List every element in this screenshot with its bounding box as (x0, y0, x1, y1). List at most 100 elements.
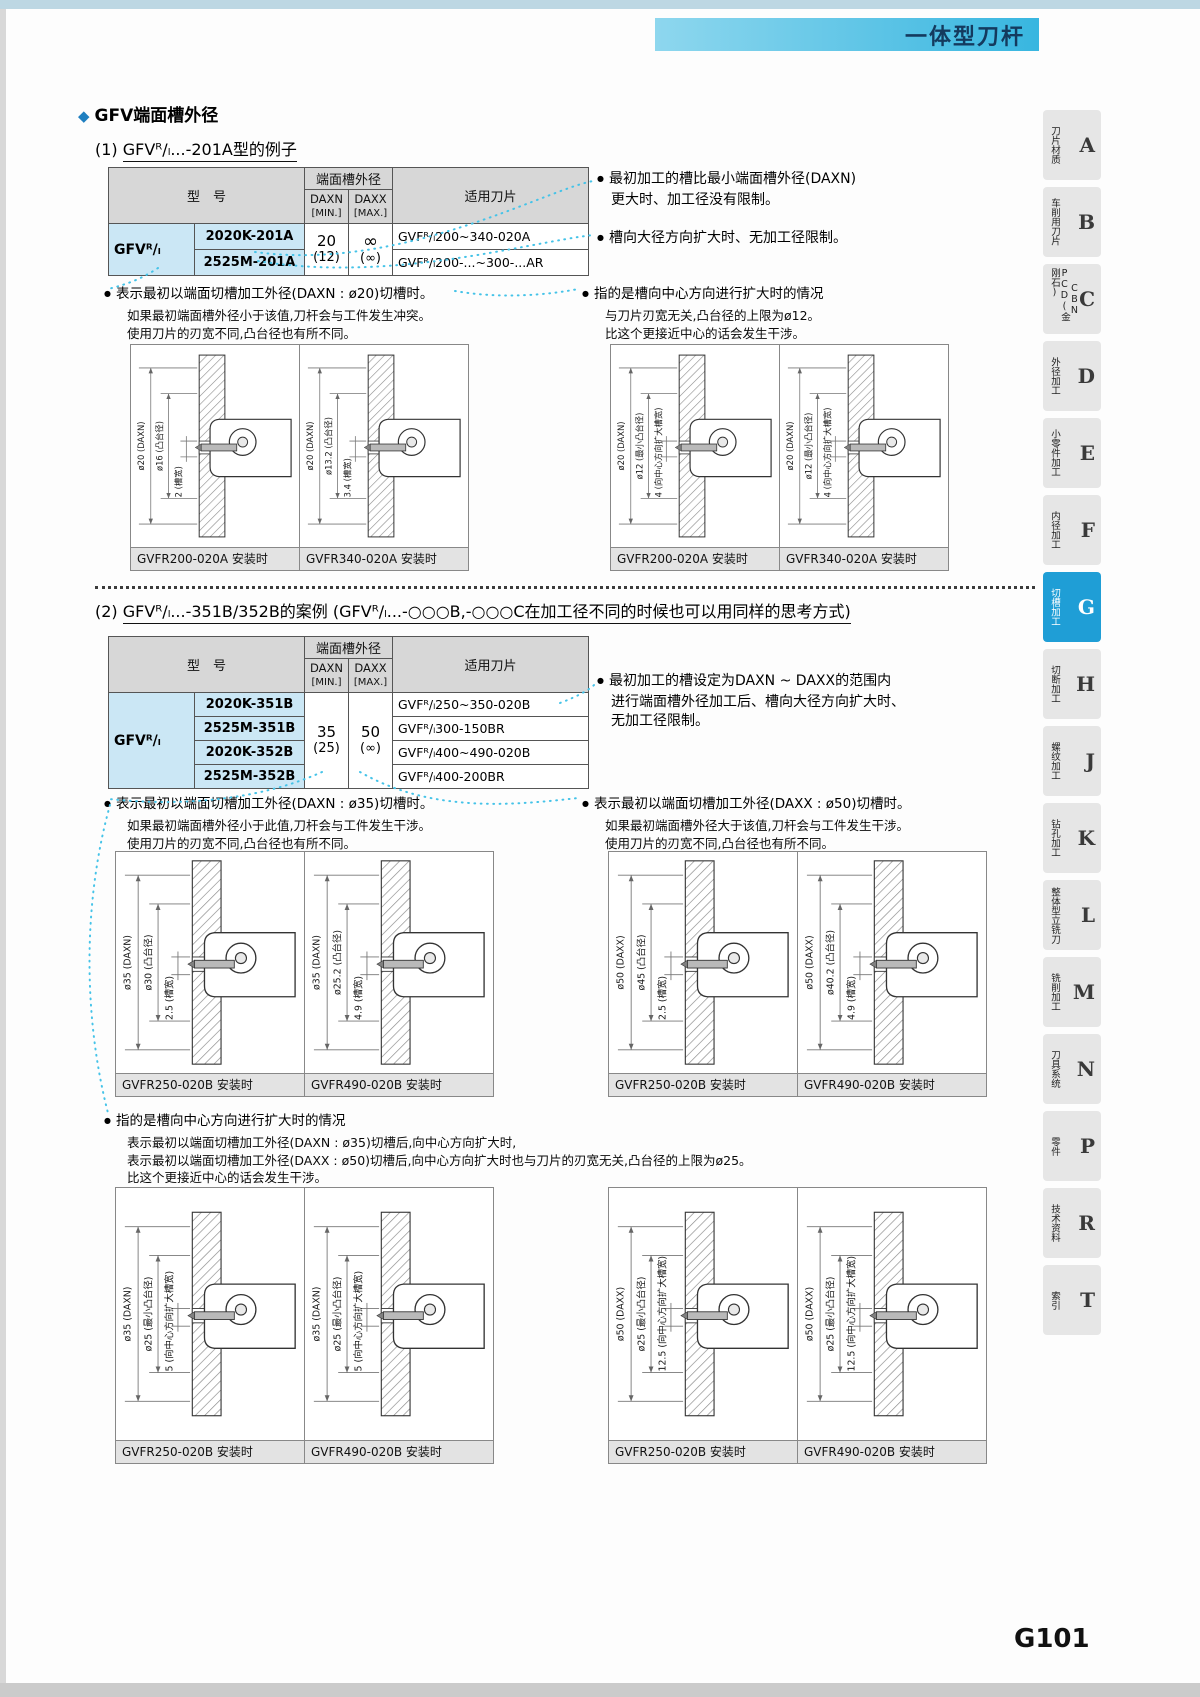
note-daxn35-cut: 表示最初以端面切槽加工外径(DAXN : ø35)切槽时。 如果最初端面槽外径小… (104, 792, 433, 852)
svg-text:3.4 (槽宽): 3.4 (槽宽) (342, 458, 352, 497)
diagram-drawing: ø20 (DAXN) ø12 (最小凸台径) 4 (向中心方向扩大槽宽) (780, 345, 948, 547)
sidebar-tab-B[interactable]: 车削用刀片 B (1043, 187, 1101, 257)
page-header-banner: 一体型刀杆 (655, 18, 1039, 51)
svg-text:ø25 (最小凸台径): ø25 (最小凸台径) (142, 1277, 154, 1352)
diagram-caption: GVFR490-020B 安装时 (798, 1440, 986, 1463)
tab-letter: R (1078, 1211, 1095, 1235)
tab-letter: F (1080, 518, 1095, 542)
cell-model: 2525M-352B (194, 764, 305, 789)
cell-daxn-value: 20(12) (304, 223, 349, 276)
section2-heading-suffix: (GFVᴿ/ₗ...-○○○B,-○○○C在加工径不同的时候也可以用同样的思考方… (327, 602, 851, 621)
col-header-daxn: DAXN[MIN.] (304, 658, 349, 693)
note-expand-toward-center-b: 指的是槽向中心方向进行扩大时的情况 表示最初以端面切槽加工外径(DAXN : ø… (104, 1109, 752, 1187)
tool-mounting-diagram: ø50 (DAXX) ø40.2 (凸台径) 4.9 (槽宽) GVFR490-… (797, 851, 987, 1097)
tool-mounting-diagram: ø20 (DAXN) ø13.2 (凸台径) 3.4 (槽宽) GVFR340-… (299, 344, 469, 571)
note-groove-larger-than-daxn: 最初加工的槽比最小端面槽外径(DAXN) 更大时、加工径没有限制。 (597, 170, 856, 210)
diagram-caption: GVFR250-020B 安装时 (116, 1440, 304, 1463)
svg-text:5 (向中心方向扩大槽宽): 5 (向中心方向扩大槽宽) (163, 1271, 175, 1372)
tab-label: 铣削加工 (1048, 973, 1060, 1011)
diagram-group-2-left: ø35 (DAXN) ø30 (凸台径) 2.5 (槽宽) GVFR250-02… (115, 851, 494, 1097)
svg-text:ø50 (DAXX): ø50 (DAXX) (804, 1287, 815, 1341)
spec-table-351b-352b: 型 号 端面槽外径 适用刀片 DAXN[MIN.] DAXX[MAX.] GFV… (108, 636, 589, 789)
col-header-model: 型 号 (108, 636, 305, 693)
tab-label: 小零件加工 (1048, 429, 1060, 477)
tab-letter: N (1076, 1057, 1095, 1081)
tab-label: 刀片材质 (1048, 126, 1060, 164)
diagram-drawing: ø20 (DAXN) ø12 (最小凸台径) 4 (向中心方向扩大槽宽) (611, 345, 779, 547)
tool-mounting-diagram: ø35 (DAXN) ø25 (最小凸台径) 5 (向中心方向扩大槽宽) GVF… (115, 1187, 305, 1464)
tab-label: 车削用刀片 (1048, 198, 1060, 246)
diagram-group-2-right: ø50 (DAXX) ø45 (凸台径) 2.5 (槽宽) GVFR250-02… (608, 851, 987, 1097)
svg-text:4 (向中心方向扩大槽宽): 4 (向中心方向扩大槽宽) (822, 407, 832, 497)
tool-mounting-diagram: ø50 (DAXX) ø25 (最小凸台径) 12.5 (向中心方向扩大槽宽) … (797, 1187, 987, 1464)
diagram-caption: GVFR340-020A 安装时 (300, 547, 468, 570)
svg-text:ø20 (DAXN): ø20 (DAXN) (305, 421, 315, 470)
svg-text:ø35 (DAXN): ø35 (DAXN) (311, 1287, 322, 1342)
sidebar-tab-A[interactable]: 刀片材质 A (1043, 110, 1101, 180)
col-header-daxx: DAXX[MAX.] (348, 189, 393, 224)
tab-letter: A (1079, 133, 1095, 157)
tab-label: 外径加工 (1048, 357, 1060, 395)
cell-insert: GVFᴿ/ₗ250~350-020B (392, 692, 589, 717)
section1-heading-text: GFVᴿ/ₗ...-201A型的例子 (122, 140, 297, 159)
cell-brand: GFVᴿ/ₗ (108, 692, 195, 789)
sidebar-tab-T[interactable]: 索引 T (1043, 1265, 1101, 1335)
tool-mounting-diagram: ø50 (DAXX) ø25 (最小凸台径) 12.5 (向中心方向扩大槽宽) … (608, 1187, 798, 1464)
tab-label: PCD(金刚石) (1048, 268, 1070, 322)
tab-label: 索引 (1048, 1290, 1060, 1310)
diagram-drawing: ø50 (DAXX) ø25 (最小凸台径) 12.5 (向中心方向扩大槽宽) (798, 1188, 986, 1440)
cell-model: 2525M-201A (194, 249, 305, 276)
svg-text:2.5 (槽宽): 2.5 (槽宽) (163, 976, 175, 1020)
cell-daxx-value: ∞(∞) (348, 223, 393, 276)
svg-text:2 (槽宽): 2 (槽宽) (173, 466, 183, 497)
tab-label: 切断加工 (1048, 665, 1060, 703)
svg-text:ø35 (DAXN): ø35 (DAXN) (122, 935, 133, 990)
diagram-drawing: ø50 (DAXX) ø40.2 (凸台径) 4.9 (槽宽) (798, 852, 986, 1073)
diagram-caption: GVFR250-020B 安装时 (609, 1440, 797, 1463)
cell-insert: GVFᴿ/ₗ200-...~300-...AR (392, 249, 589, 276)
tab-letter: B (1078, 210, 1095, 234)
tool-mounting-diagram: ø35 (DAXN) ø25.2 (凸台径) 4.9 (槽宽) GVFR490-… (304, 851, 494, 1097)
col-header-groove-od: 端面槽外径 (304, 636, 393, 659)
section2-heading: (2) GFVᴿ/ₗ...-351B/352B的案例 (GFVᴿ/ₗ...-○○… (95, 598, 851, 624)
diagram-caption: GVFR490-020B 安装时 (305, 1440, 493, 1463)
svg-text:ø20 (DAXN): ø20 (DAXN) (616, 421, 626, 470)
tool-mounting-diagram: ø20 (DAXN) ø12 (最小凸台径) 4 (向中心方向扩大槽宽) GVF… (610, 344, 780, 571)
col-header-groove-od: 端面槽外径 (304, 167, 393, 190)
svg-text:ø25 (最小凸台径): ø25 (最小凸台径) (824, 1277, 836, 1352)
cell-model: 2020K-352B (194, 740, 305, 765)
diagram-group-1-right: ø20 (DAXN) ø12 (最小凸台径) 4 (向中心方向扩大槽宽) GVF… (610, 344, 949, 571)
tool-mounting-diagram: ø35 (DAXN) ø25 (最小凸台径) 5 (向中心方向扩大槽宽) GVF… (304, 1187, 494, 1464)
bottom-edge-strip (0, 1683, 1200, 1697)
cell-insert: GVFᴿ/ₗ200~340-020A (392, 223, 589, 250)
tool-mounting-diagram: ø50 (DAXX) ø45 (凸台径) 2.5 (槽宽) GVFR250-02… (608, 851, 798, 1097)
svg-text:2.5 (槽宽): 2.5 (槽宽) (656, 976, 668, 1020)
svg-text:4.9 (槽宽): 4.9 (槽宽) (352, 976, 364, 1020)
svg-text:ø25.2 (凸台径): ø25.2 (凸台径) (331, 930, 343, 995)
tab-letter: T (1080, 1288, 1095, 1312)
note-daxx50-cut: 表示最初以端面切槽加工外径(DAXX : ø50)切槽时。 如果最初端面槽外径大… (582, 792, 911, 852)
tab-label: 整体型立铣刀 (1048, 886, 1060, 944)
left-edge-strip (0, 9, 6, 1697)
svg-text:12.5 (向中心方向扩大槽宽): 12.5 (向中心方向扩大槽宽) (656, 1256, 668, 1372)
top-accent-strip (0, 0, 1200, 9)
diagram-group-3-left: ø35 (DAXN) ø25 (最小凸台径) 5 (向中心方向扩大槽宽) GVF… (115, 1187, 494, 1464)
tab-label-2: CBN (1068, 282, 1080, 316)
svg-text:12.5 (向中心方向扩大槽宽): 12.5 (向中心方向扩大槽宽) (845, 1256, 857, 1372)
svg-text:ø20 (DAXN): ø20 (DAXN) (785, 421, 795, 470)
note-daxn-daxx-range: 最初加工的槽设定为DAXN ~ DAXX的范围内 进行端面槽外径加工后、槽向大径… (597, 672, 905, 732)
section2-number: (2) (95, 602, 123, 621)
